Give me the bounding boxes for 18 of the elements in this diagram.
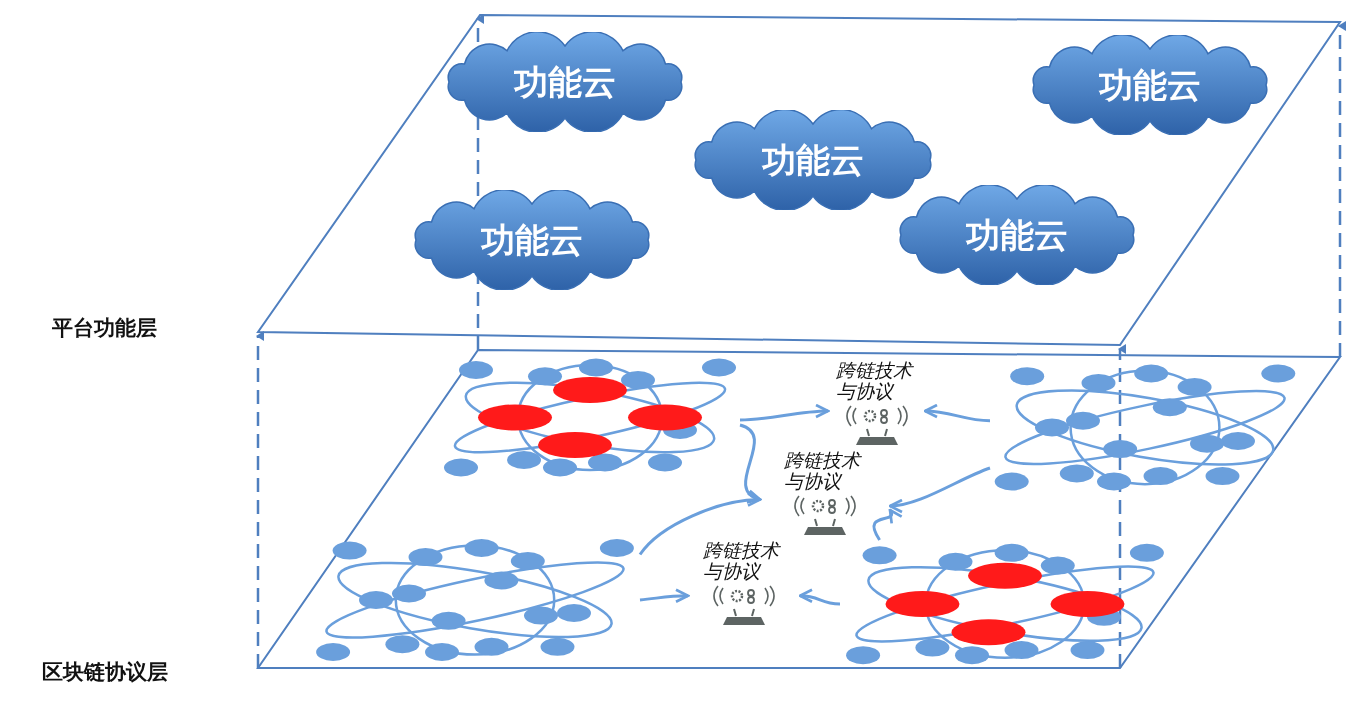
protocol-label: 跨链技术与协议 <box>835 360 915 402</box>
arrow <box>639 588 690 604</box>
arrow <box>638 492 762 556</box>
arrow <box>923 404 991 423</box>
arrow <box>739 403 830 422</box>
cloud-label: 功能云 <box>513 65 617 99</box>
protocol-label: 跨链技术与协议 <box>703 540 782 582</box>
arrow <box>739 423 762 502</box>
arrow <box>798 588 841 606</box>
cloud-label: 功能云 <box>480 223 584 257</box>
layer-label: 平台功能层 <box>52 315 157 342</box>
arrow <box>888 466 991 513</box>
protocol-label: 跨链技术与协议 <box>784 450 863 492</box>
layer-label: 区块链协议层 <box>42 659 168 686</box>
cloud-label: 功能云 <box>965 218 1069 252</box>
cloud-label: 功能云 <box>761 143 865 177</box>
cloud-label: 功能云 <box>1098 68 1202 102</box>
arrow <box>872 508 902 541</box>
